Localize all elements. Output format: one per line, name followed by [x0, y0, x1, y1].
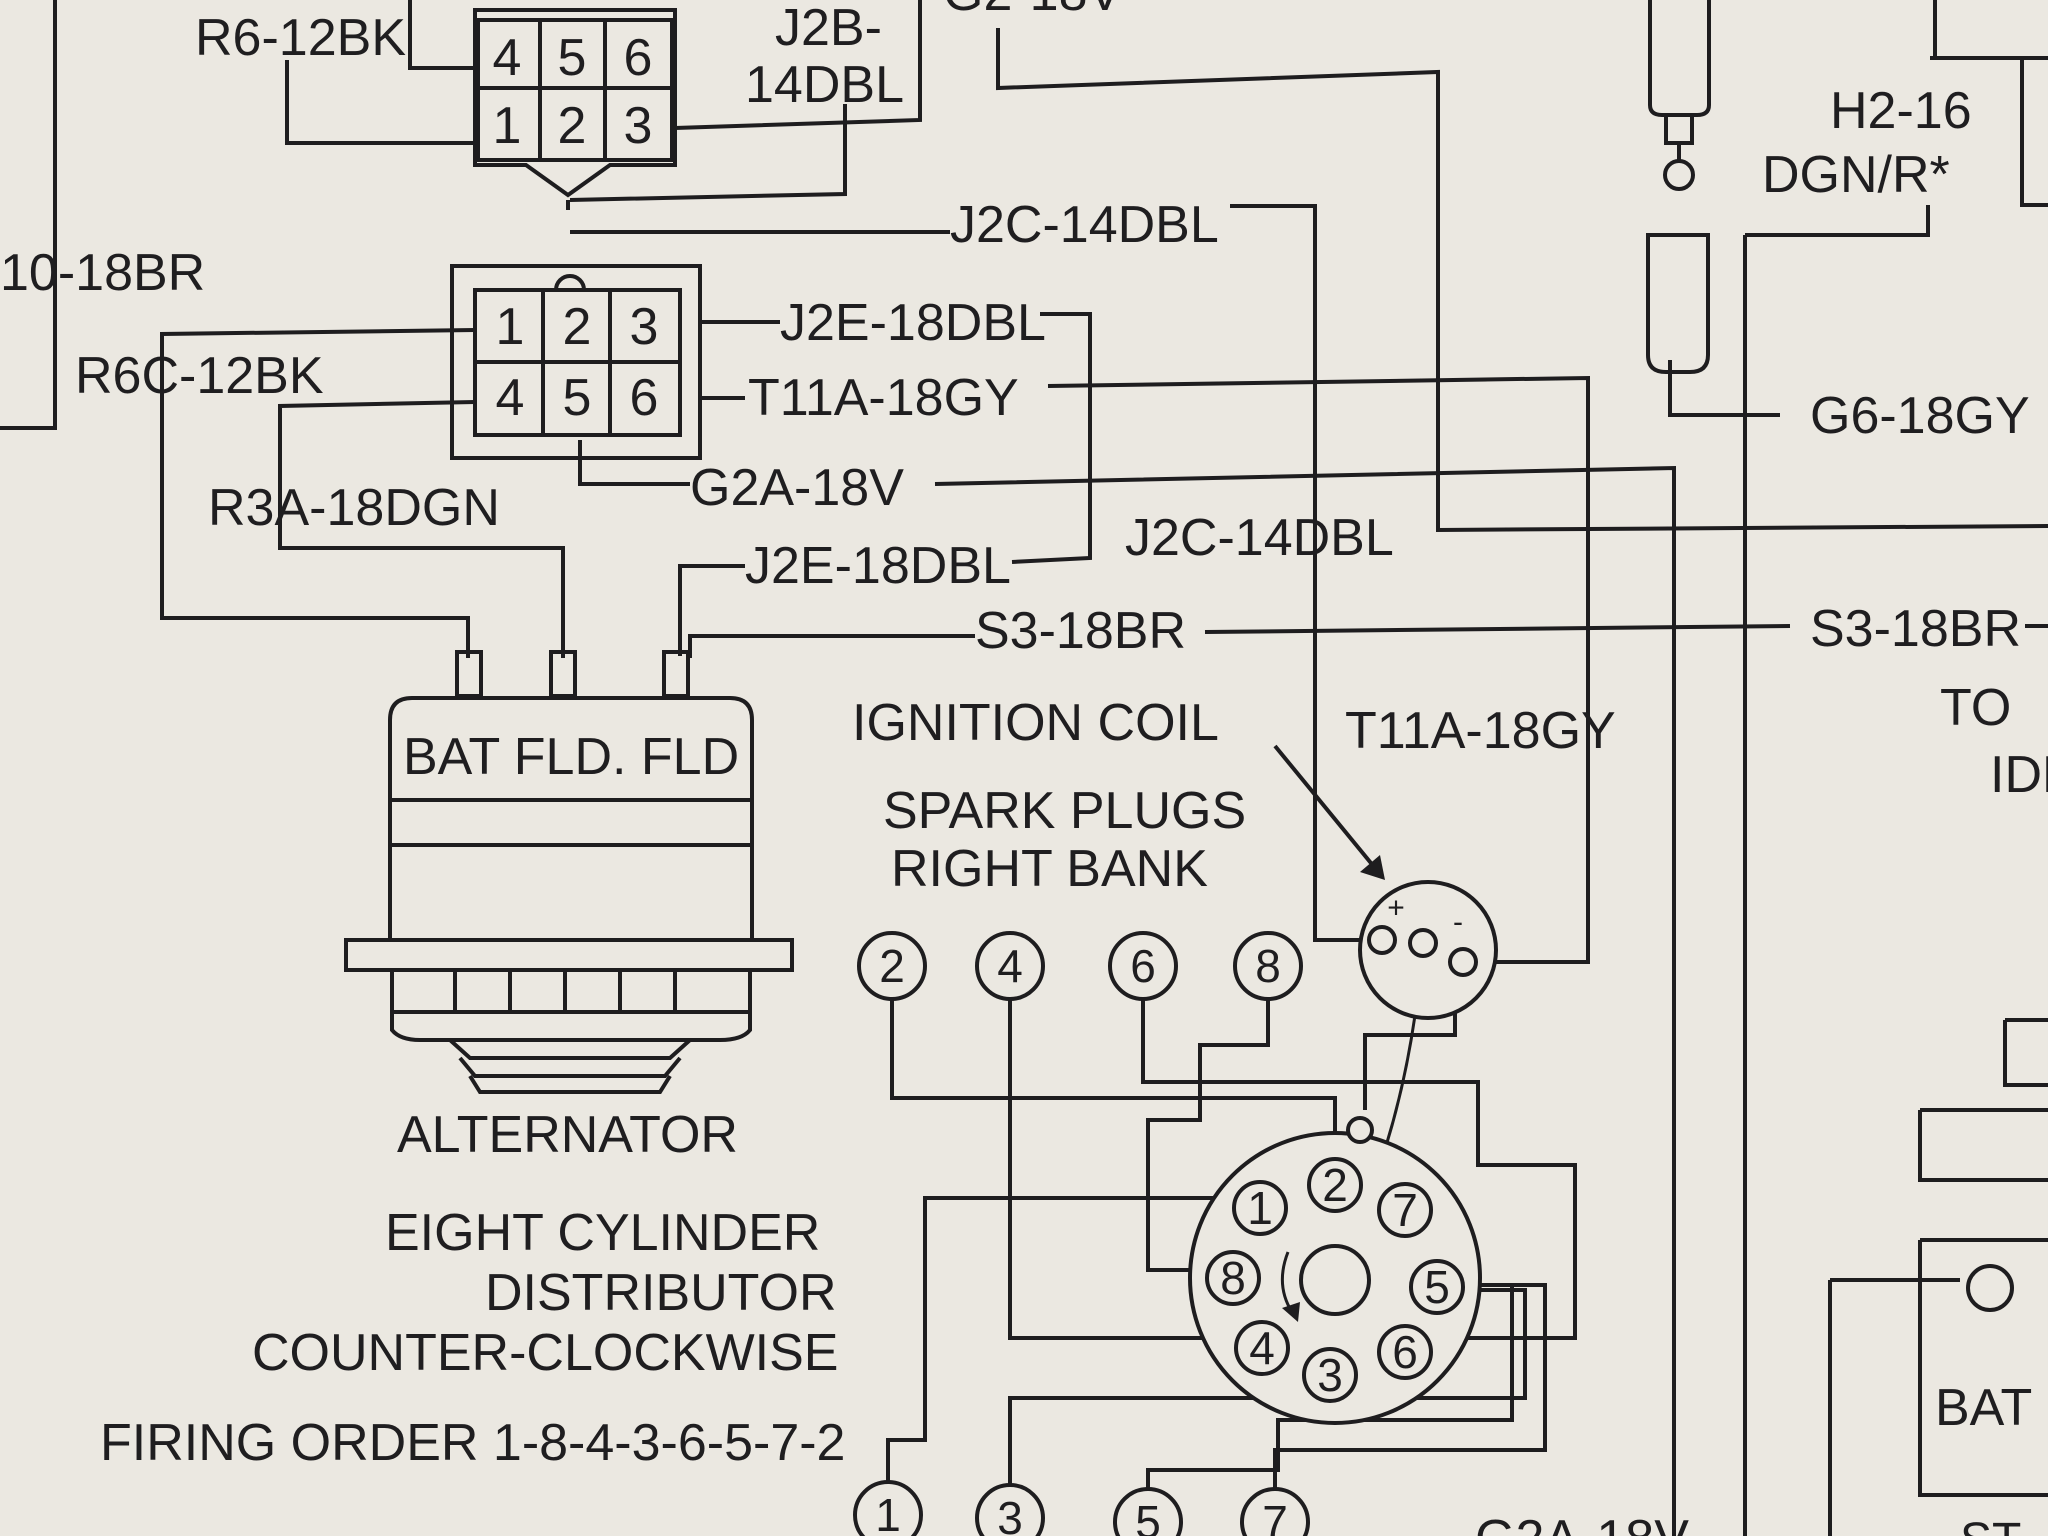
spark-plug-number: 6 [1130, 940, 1156, 992]
st-label-right: ST [1960, 1514, 2021, 1536]
distributor-terminal-number: 3 [1317, 1349, 1343, 1401]
spark-plug-terminal [975, 931, 1045, 1001]
distributor-terminal-number: 5 [1424, 1261, 1450, 1313]
distributor-terminal [1205, 1250, 1261, 1306]
wire-label-g6-18gy: G6-18GY [1810, 387, 2030, 445]
distributor-terminal [1232, 1180, 1288, 1236]
wire-label-j2c-top: J2C-14DBL [950, 196, 1219, 254]
spark-plug-terminal [1113, 1487, 1183, 1536]
spark-plugs-label-line2: RIGHT BANK [891, 840, 1208, 898]
bat-label-right: BAT [1935, 1379, 2032, 1437]
distributor-terminal [1307, 1157, 1363, 1213]
distributor-terminal [1234, 1320, 1290, 1376]
wire-label-j2c-mid: J2C-14DBL [1125, 509, 1394, 567]
coil-plus-sign: + [1387, 892, 1405, 925]
wire-label-10-18br: 10-18BR [0, 244, 205, 302]
spark-plug-terminal [857, 931, 927, 1001]
distributor: 2 7 5 6 3 4 8 1 EIGHT CYLINDER DISTRIBUT… [100, 1116, 1482, 1472]
distributor-terminal-number: 4 [1249, 1322, 1275, 1374]
right-side-components: BAT ST [1646, 0, 2048, 1536]
wire-label-to: TO [1940, 679, 2011, 737]
wire-label-j2e-low: J2E-18DBL [745, 537, 1011, 595]
wire-label-s3-right: S3-18BR [1810, 600, 2021, 658]
distributor-label-line1: EIGHT CYLINDER [385, 1204, 820, 1262]
wire-label-dgn-r: DGN/R* [1762, 146, 1950, 204]
spark-plug-terminal [1233, 931, 1303, 1001]
wire-label-r6c-12bk: R6C-12BK [75, 347, 324, 405]
connector-top-pin: 2 [558, 97, 587, 155]
spark-plug-terminal [975, 1483, 1045, 1536]
wire-label-j2b-gauge: 14DBL [745, 56, 904, 114]
distributor-terminal-number: 8 [1220, 1252, 1246, 1304]
distributor-terminal [1409, 1259, 1465, 1315]
spark-plug-number: 7 [1262, 1496, 1288, 1536]
distributor-label-line3: COUNTER-CLOCKWISE [252, 1324, 838, 1382]
spark-plug-number: 3 [997, 1492, 1023, 1536]
connector-mid-pin: 2 [563, 298, 592, 356]
connector-mid-pin: 6 [630, 369, 659, 427]
connector-mid-pin: 3 [630, 298, 659, 356]
connector-top-pin: 5 [558, 29, 587, 87]
spark-plug-number: 8 [1255, 940, 1281, 992]
ignition-coil-label: IGNITION COIL [852, 694, 1219, 752]
wire-label-h2-16: H2-16 [1830, 82, 1972, 140]
distributor-terminal-number: 6 [1392, 1326, 1418, 1378]
alternator: BAT FLD. FLD ALTERNATOR [344, 650, 794, 1164]
ignition-coil: + - IGNITION COIL [852, 694, 1498, 1020]
spark-plugs-label-line1: SPARK PLUGS [883, 782, 1246, 840]
wire-label-s3-left: S3-18BR [975, 602, 1186, 660]
spark-plug-number: 2 [879, 940, 905, 992]
spark-plug-terminal [1108, 931, 1178, 1001]
spark-plug-number: 4 [997, 940, 1023, 992]
wire-label-t11a-top: T11A-18GY [748, 369, 1019, 427]
connector-mid-pin: 4 [496, 369, 525, 427]
wire-label-j2e-top: J2E-18DBL [780, 294, 1046, 352]
wire-label-r3a-18dgn: R3A-18DGN [208, 479, 500, 537]
coil-minus-sign: - [1453, 906, 1463, 939]
wire-label-g2-18v: G2-18V [943, 0, 1123, 22]
connector-top-pin: 3 [624, 97, 653, 155]
wire-label-t11a-right: T11A-18GY [1345, 702, 1616, 760]
wire-label-g2a-mid: G2A-18V [690, 459, 904, 517]
connector-mid-pin: 1 [496, 298, 525, 356]
alternator-terminals-label: BAT FLD. FLD [403, 728, 739, 786]
spark-plugs: SPARK PLUGS RIGHT BANK 2 4 6 8 1 3 5 7 [853, 782, 1310, 1536]
distributor-terminal-number: 2 [1322, 1159, 1348, 1211]
wire-label-idl: IDL [1990, 746, 2048, 804]
spark-plug-terminal [853, 1480, 923, 1536]
wire-label-j2b: J2B- [775, 0, 882, 57]
wire-label-g2a-bottom: G2A-18V [1475, 1510, 1689, 1536]
connector-mid-pin: 5 [563, 369, 592, 427]
alternator-label: ALTERNATOR [397, 1106, 738, 1164]
connector-middle: 1 2 3 4 5 6 [450, 264, 702, 460]
distributor-terminal-number: 7 [1392, 1184, 1418, 1236]
connector-top-pin: 6 [624, 29, 653, 87]
distributor-terminal [1302, 1347, 1358, 1403]
distributor-terminal [1377, 1324, 1433, 1380]
distributor-terminal-number: 1 [1247, 1182, 1273, 1234]
distributor-terminal [1377, 1182, 1433, 1238]
spark-plug-terminal [1240, 1487, 1310, 1536]
wire-label-r6-12bk: R6-12BK [195, 9, 406, 67]
connector-top-pin: 4 [493, 29, 522, 87]
connector-top: 4 5 6 1 2 3 [473, 8, 677, 198]
distributor-label-line2: DISTRIBUTOR [485, 1264, 837, 1322]
firing-order-label: FIRING ORDER 1-8-4-3-6-5-7-2 [100, 1414, 845, 1472]
connector-top-pin: 1 [493, 97, 522, 155]
spark-plug-number: 5 [1135, 1496, 1161, 1536]
spark-plug-number: 1 [875, 1489, 901, 1536]
